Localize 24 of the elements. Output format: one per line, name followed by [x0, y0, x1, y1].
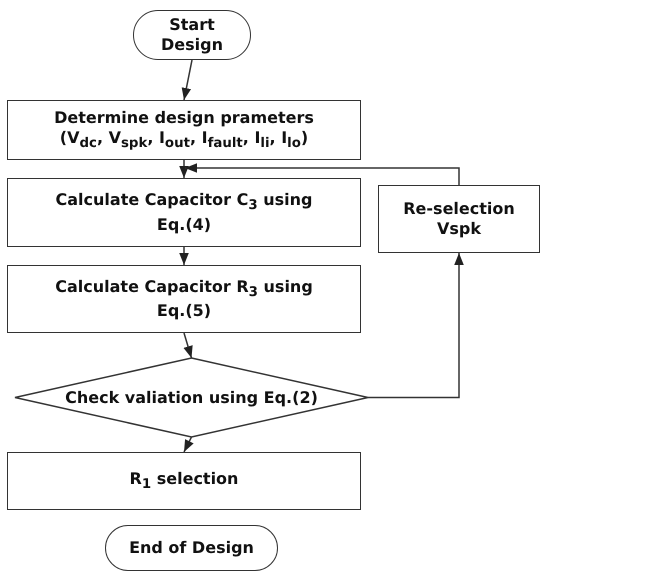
node-label: Determine design prameters [54, 108, 314, 128]
process-box [7, 265, 361, 333]
node-label: (V$_{dc}$, V$_{spk}$, I$_{out}$, I$_{fault}$, I$_{li}$, I$_{lo}$) [60, 128, 308, 152]
node-label: R$_{1}$ selection [130, 468, 238, 494]
arrow [183, 332, 193, 358]
node-label: Re-selection Vspk [402, 199, 516, 239]
process-box [378, 185, 540, 253]
arrow [368, 253, 464, 398]
arrow [179, 160, 189, 178]
node-label: Check valiation using Eq.(2) [65, 388, 318, 408]
terminal-pill [105, 525, 278, 571]
process-box [7, 178, 361, 247]
node-label: Calculate Capacitor R$_{3}$ using Eq.(5) [54, 276, 314, 322]
arrow [183, 436, 194, 452]
node-label: Start Design [160, 15, 224, 55]
process-box [7, 100, 361, 160]
node-label: End of Design [129, 538, 254, 558]
decision-diamond [15, 358, 368, 437]
process-box [7, 452, 361, 510]
arrow [182, 60, 193, 100]
node-label: Calculate Capacitor C$_{3}$ using Eq.(4) [54, 190, 314, 235]
arrow [185, 163, 460, 185]
arrow [179, 247, 189, 265]
terminal-pill [133, 10, 251, 60]
